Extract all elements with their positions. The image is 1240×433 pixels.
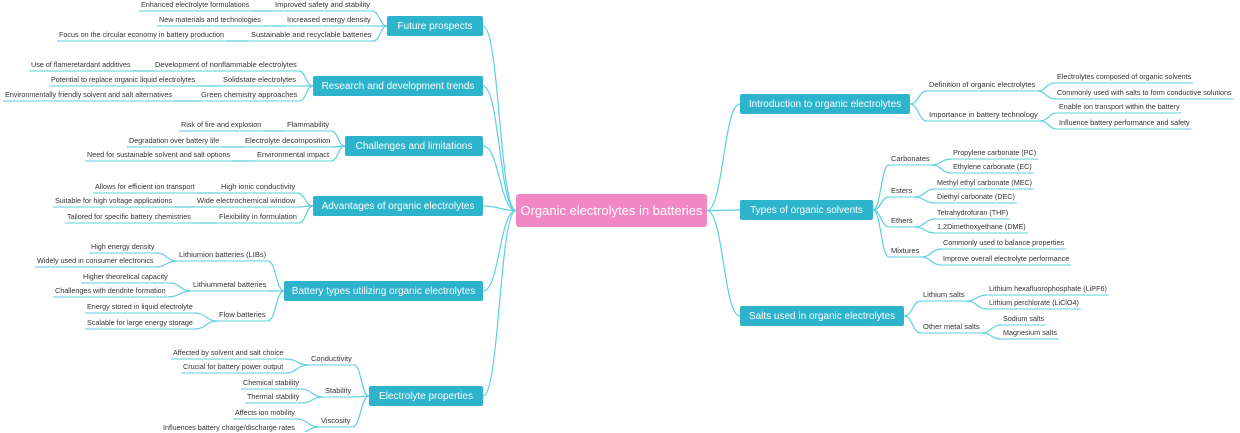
- leaf-eco-alternatives[interactable]: Environmentally friendly solvent and sal…: [5, 90, 172, 99]
- sub-green-chemistry[interactable]: Green chemistry approaches: [201, 90, 298, 99]
- leaf-sodium[interactable]: Sodium salts: [1003, 314, 1045, 323]
- leaf-ion-transport[interactable]: Allows for efficient ion transport: [95, 182, 195, 191]
- sub-ethers[interactable]: Ethers: [891, 216, 913, 225]
- sub-wide-window[interactable]: Wide electrochemical window: [197, 196, 296, 205]
- sub-lithium-ion[interactable]: Lithiumion batteries (LIBs): [179, 250, 267, 259]
- branch-battery-types[interactable]: Battery types utilizing organic electrol…: [284, 281, 483, 301]
- sub-stability[interactable]: Stability: [325, 386, 352, 395]
- leaf-dendrite[interactable]: Challenges with dendrite formation: [55, 286, 166, 295]
- leaf-ethylene[interactable]: Ethylene carbonate (EC): [953, 162, 1032, 171]
- sub-importance[interactable]: Importance in battery technology: [929, 110, 1038, 119]
- leaf-methyl-ethyl[interactable]: Methyl ethyl carbonate (MEC): [937, 178, 1033, 187]
- branch-introduction[interactable]: Introduction to organic electrolytes: [740, 94, 910, 114]
- leaf-charge-rates[interactable]: Influences battery charge/discharge rate…: [163, 423, 295, 432]
- leaf-dme[interactable]: 1,2Dimethoxyethane (DME): [937, 222, 1026, 231]
- sub-esters[interactable]: Esters: [891, 186, 913, 195]
- leaf-organic-solvents[interactable]: Electrolytes composed of organic solvent…: [1057, 72, 1192, 81]
- leaf-high-voltage[interactable]: Suitable for high voltage applications: [55, 196, 173, 205]
- branch-solvent-types[interactable]: Types of organic solvents: [740, 200, 873, 220]
- sub-lithium-metal[interactable]: Lithiummetal batteries: [193, 280, 267, 289]
- leaf-magnesium[interactable]: Magnesium salts: [1003, 328, 1057, 337]
- sub-definition[interactable]: Definition of organic electrolytes: [929, 80, 1036, 89]
- sub-viscosity[interactable]: Viscosity: [321, 416, 351, 425]
- sub-flammability[interactable]: Flammability: [287, 120, 330, 129]
- leaf-liclo4[interactable]: Lithium perchlorate (LiClO4): [989, 298, 1079, 307]
- sub-nonflammable[interactable]: Development of nonflammable electrolytes: [155, 60, 297, 69]
- sub-flow-batteries[interactable]: Flow batteries: [219, 310, 266, 319]
- leaf-replace-liquid[interactable]: Potential to replace organic liquid elec…: [51, 75, 196, 84]
- leaf-scalable[interactable]: Scalable for large energy storage: [87, 318, 193, 327]
- branch-advantages[interactable]: Advantages of organic electrolytes: [313, 196, 483, 216]
- leaf-degradation[interactable]: Degradation over battery life: [129, 136, 220, 145]
- leaf-thermal-stability[interactable]: Thermal stability: [247, 392, 300, 401]
- leaf-theoretical-capacity[interactable]: Higher theoretical capacity: [83, 272, 168, 281]
- sub-lithium-salts[interactable]: Lithium salts: [923, 290, 965, 299]
- leaf-balance-properties[interactable]: Commonly used to balance properties: [943, 238, 1065, 247]
- branch-salts[interactable]: Salts used in organic electrolytes: [740, 306, 904, 326]
- sub-carbonates[interactable]: Carbonates: [891, 154, 930, 163]
- leaf-flameretardant[interactable]: Use of flameretardant additives: [31, 60, 131, 69]
- leaf-chemical-stability[interactable]: Chemical stability: [243, 378, 299, 387]
- leaf-propylene[interactable]: Propylene carbonate (PC): [953, 148, 1037, 157]
- root-node[interactable]: Organic electrolytes in batteries: [516, 194, 707, 227]
- leaf-fire-risk[interactable]: Risk of fire and explosion: [181, 120, 262, 129]
- leaf-consumer-electronics[interactable]: Widely used in consumer electronics: [37, 256, 154, 265]
- leaf-solvent-salt[interactable]: Affected by solvent and salt choice: [173, 348, 284, 357]
- leaf-enable-transport[interactable]: Enable ion transport within the battery: [1059, 102, 1180, 111]
- branch-challenges[interactable]: Challenges and limitations: [345, 136, 483, 156]
- leaf-thf[interactable]: Tetrahydrofuran (THF): [937, 208, 1009, 217]
- sub-increased-energy[interactable]: Increased energy density: [287, 15, 371, 24]
- leaf-power-output[interactable]: Crucial for battery power output: [183, 362, 284, 371]
- leaf-performance-safety[interactable]: Influence battery performance and safety: [1059, 118, 1190, 127]
- branch-electrolyte-properties[interactable]: Electrolyte properties: [369, 386, 483, 406]
- sub-mixtures[interactable]: Mixtures: [891, 246, 920, 255]
- leaf-improve-performance[interactable]: Improve overall electrolyte performance: [943, 254, 1070, 263]
- sub-flexibility[interactable]: Flexibility in formulation: [219, 212, 297, 221]
- leaf-tailored[interactable]: Tailored for specific battery chemistrie…: [67, 212, 191, 221]
- sub-other-salts[interactable]: Other metal salts: [923, 322, 980, 331]
- sub-solidstate[interactable]: Solidstate electrolytes: [223, 75, 296, 84]
- leaf-liquid-storage[interactable]: Energy stored in liquid electrolyte: [87, 302, 193, 311]
- leaf-new-materials[interactable]: New materials and technologies: [159, 15, 261, 24]
- sub-decomposition[interactable]: Electrolyte decomposition: [245, 136, 331, 145]
- leaf-ion-mobility[interactable]: Affects ion mobility: [235, 408, 295, 417]
- sub-environmental[interactable]: Environmental impact: [257, 150, 330, 159]
- leaf-diethyl[interactable]: Diethyl carbonate (DEC): [937, 192, 1015, 201]
- leaf-conductive-solutions[interactable]: Commonly used with salts to form conduct…: [1057, 88, 1232, 97]
- sub-conductivity[interactable]: Conductivity: [311, 354, 352, 363]
- leaf-enhanced-formulations[interactable]: Enhanced electrolyte formulations: [141, 0, 250, 9]
- leaf-circular-economy[interactable]: Focus on the circular economy in battery…: [59, 30, 224, 39]
- leaf-lipf6[interactable]: Lithium hexafluorophosphate (LiPF6): [989, 284, 1107, 293]
- branch-future-prospects[interactable]: Future prospects: [387, 16, 483, 36]
- branch-research-trends[interactable]: Research and development trends: [313, 76, 483, 96]
- sub-ionic-conductivity[interactable]: High ionic conductivity: [221, 182, 296, 191]
- leaf-sustainable-options[interactable]: Need for sustainable solvent and salt op…: [87, 150, 231, 159]
- sub-improved-safety[interactable]: Improved safety and stability: [275, 0, 371, 9]
- sub-sustainable-batteries[interactable]: Sustainable and recyclable batteries: [251, 30, 372, 39]
- leaf-high-energy-density[interactable]: High energy density: [91, 242, 155, 251]
